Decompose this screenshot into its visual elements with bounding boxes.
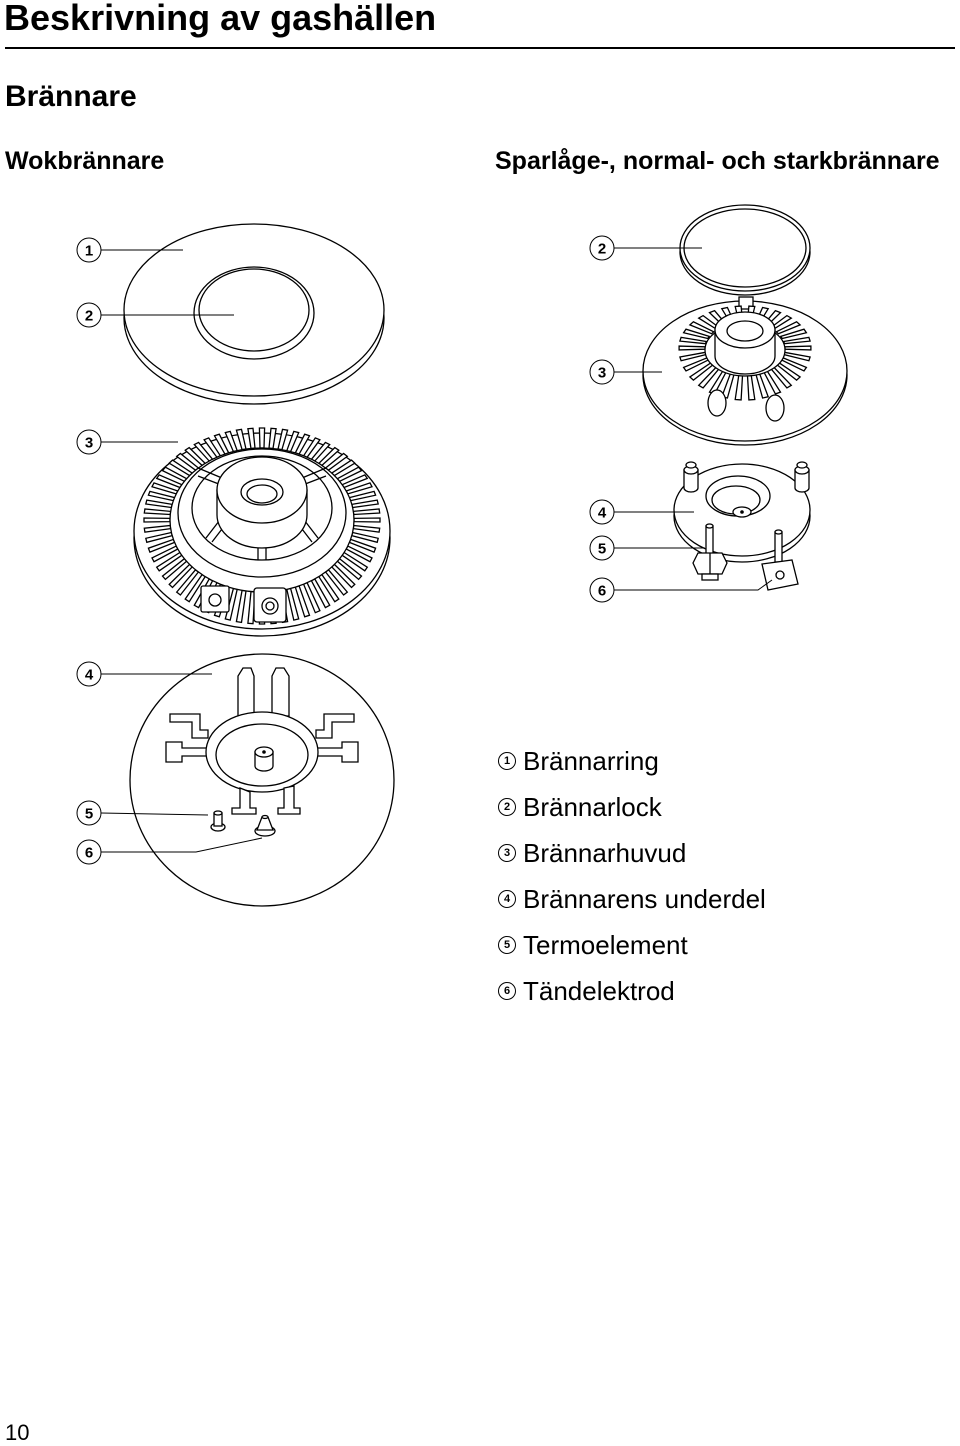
wok-burner-heading: Wokbrännare	[5, 147, 165, 175]
wok-burner-head-tabs	[200, 585, 287, 623]
callout-standard-thermocouple: 5	[589, 535, 705, 561]
legend-number: 4	[498, 890, 516, 908]
callout-number: 3	[85, 435, 93, 452]
standard-burner-base	[673, 461, 811, 591]
wok-burner-head	[133, 427, 391, 637]
wok-thermocouple	[210, 810, 226, 832]
callout-number: 3	[598, 365, 606, 382]
page-number: 10	[5, 1420, 30, 1445]
callout-number: 6	[85, 845, 93, 862]
legend-number: 3	[498, 844, 516, 862]
burner-fin	[678, 345, 706, 351]
callout-wok-thermocouple: 5	[76, 800, 209, 826]
burner-fin	[688, 321, 715, 335]
burner-fin	[784, 345, 812, 351]
callout-standard-base: 4	[589, 499, 694, 525]
legend-label: Brännarlock	[523, 792, 662, 822]
callout-number: 4	[598, 505, 607, 522]
callout-wok-cap: 2	[76, 302, 234, 328]
burner-fin	[353, 517, 381, 523]
callout-number: 2	[85, 308, 93, 325]
callout-number: 4	[85, 667, 94, 684]
standard-burner-head-tips	[707, 389, 785, 422]
burner-fin	[779, 328, 808, 340]
legend-number: 2	[498, 798, 516, 816]
legend-number: 6	[498, 982, 516, 1000]
burner-fin	[143, 517, 171, 523]
callout-standard-cap: 2	[589, 235, 702, 261]
legend-item: 3 Brännarhuvud	[498, 838, 686, 868]
callout-wok-base: 4	[76, 661, 212, 687]
legend-number: 5	[498, 936, 516, 954]
legend-label: Tändelektrod	[523, 976, 675, 1006]
legend-item: 4 Brännarens underdel	[498, 884, 766, 914]
standard-thermocouple	[692, 523, 728, 581]
standard-burner-cap	[679, 204, 811, 296]
callout-number: 1	[85, 243, 93, 260]
callout-standard-electrode: 6	[589, 577, 773, 603]
legend-item: 6 Tändelektrod	[498, 976, 675, 1006]
wok-ignition-electrode	[254, 814, 276, 837]
burner-fin	[258, 427, 266, 449]
page-title: Beskrivning av gashällen	[4, 0, 437, 38]
wok-callouts: 1 2 3 4 5 6	[76, 237, 263, 865]
burner-fin	[682, 328, 711, 340]
legend-label: Brännarens underdel	[523, 884, 766, 914]
callout-wok-ring: 1	[76, 237, 183, 263]
callout-number: 6	[598, 583, 606, 600]
callout-number: 5	[598, 541, 606, 558]
standard-burner-heading: Sparlåge-, normal- och starkbrännare	[495, 147, 940, 175]
callout-wok-head: 3	[76, 429, 178, 455]
standard-callouts: 2 3 4 5 6	[589, 235, 773, 603]
section-title: Brännare	[5, 80, 137, 113]
wok-burner-illustration	[123, 223, 395, 907]
standard-ignition-electrode	[761, 529, 799, 591]
wok-burner-base	[129, 653, 395, 907]
burner-fin	[775, 321, 802, 335]
legend-label: Brännarring	[523, 746, 659, 776]
legend-label: Termoelement	[523, 930, 688, 960]
wok-base-spider	[165, 667, 359, 815]
legend-label: Brännarhuvud	[523, 838, 687, 868]
legend-item: 2 Brännarlock	[498, 792, 662, 822]
wok-burner-ring	[123, 223, 385, 405]
callout-standard-head: 3	[589, 359, 662, 385]
legend-number: 1	[498, 752, 516, 770]
legend-item: 1 Brännarring	[498, 746, 659, 776]
callout-wok-electrode: 6	[76, 837, 263, 865]
title-divider	[5, 47, 955, 49]
standard-base-posts	[683, 461, 810, 493]
standard-burner-illustration	[642, 204, 848, 591]
legend-item: 5 Termoelement	[498, 930, 688, 960]
callout-number: 5	[85, 806, 93, 823]
callout-number: 2	[598, 241, 606, 258]
standard-burner-head	[642, 296, 848, 446]
